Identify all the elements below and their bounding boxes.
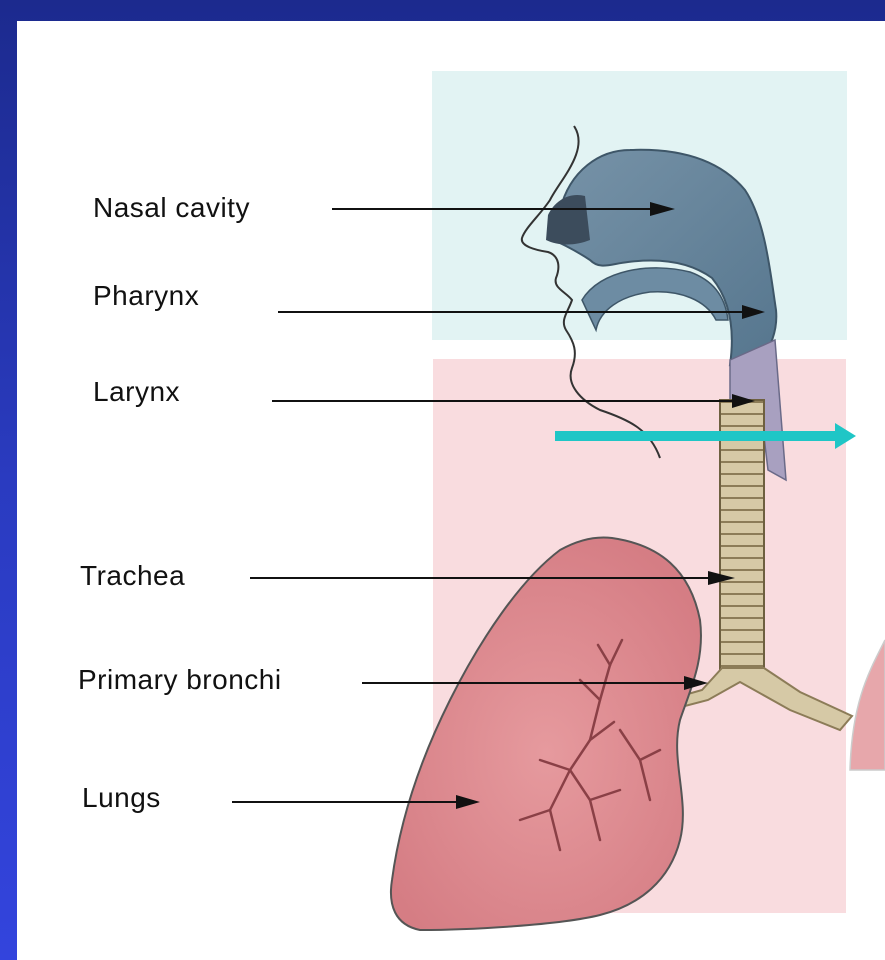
label-larynx: Larynx <box>93 376 180 408</box>
label-trachea: Trachea <box>80 560 185 592</box>
right-lung-edge <box>850 640 885 770</box>
label-pharynx: Pharynx <box>93 280 199 312</box>
trachea-shape <box>720 400 764 680</box>
label-lungs: Lungs <box>82 782 161 814</box>
label-nasal-cavity: Nasal cavity <box>93 192 250 224</box>
label-primary-bronchi: Primary bronchi <box>78 664 282 696</box>
